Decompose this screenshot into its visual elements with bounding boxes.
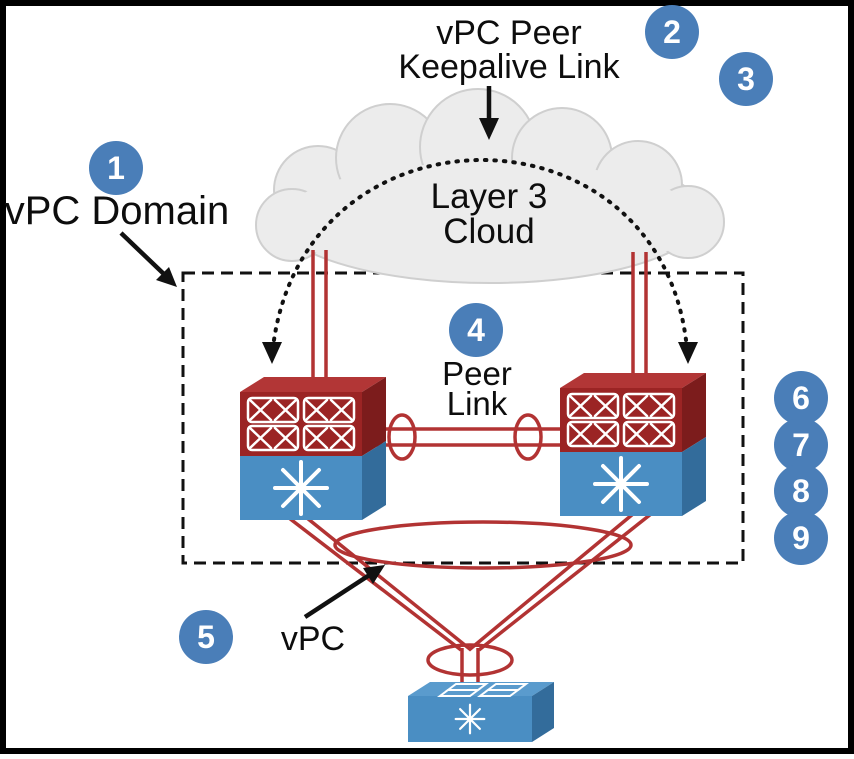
peer-link	[368, 413, 590, 461]
badge-2: 2	[645, 5, 699, 59]
cloud-label-line1: Layer 3	[431, 177, 548, 216]
badge-9-number: 9	[792, 520, 810, 556]
badge-7-number: 7	[792, 427, 810, 463]
badge-6-number: 6	[792, 380, 810, 416]
access-switch	[408, 682, 554, 742]
right-nexus-switch	[560, 373, 706, 516]
badge-3-number: 3	[737, 61, 755, 97]
arc-right-arrowhead	[678, 342, 698, 364]
badges: 1 2 3 4 5 6 7 8	[89, 5, 828, 664]
arc-left-arrowhead	[262, 342, 282, 364]
keepalive-label-line1: vPC Peer	[436, 14, 582, 52]
badge-1: 1	[89, 141, 143, 195]
badge-8-number: 8	[792, 473, 810, 509]
badge-9: 9	[774, 511, 828, 565]
badge-5: 5	[179, 610, 233, 664]
right-uplink	[631, 252, 648, 392]
callout-arrows	[119, 86, 499, 619]
cloud-label-line2: Cloud	[443, 212, 534, 251]
badge-4-number: 4	[467, 312, 485, 348]
domain-arrow	[119, 231, 177, 287]
badge-3: 3	[719, 52, 773, 106]
layer3-cloud	[255, 88, 725, 284]
diagram-labels: vPC Peer Keepalive Link Layer 3 Cloud vP…	[5, 14, 621, 658]
badge-2-number: 2	[663, 14, 681, 50]
keepalive-label-line2: Keepalive Link	[398, 48, 620, 86]
vpc-domain-label: vPC Domain	[5, 189, 230, 233]
badge-7: 7	[774, 418, 828, 472]
badge-5-number: 5	[197, 619, 215, 655]
left-nexus-switch	[240, 377, 386, 520]
vpc-member-links	[287, 512, 653, 694]
badge-4: 4	[449, 303, 503, 357]
badge-8: 8	[774, 464, 828, 518]
peer-link-label-line1: Peer	[442, 355, 512, 392]
badge-6: 6	[774, 371, 828, 425]
vpc-arrow	[303, 565, 385, 619]
vpc-port-channel-ellipse	[333, 520, 633, 570]
keepalive-arc	[262, 158, 698, 364]
vpc-label: vPC	[281, 620, 345, 658]
access-switch-ports	[437, 683, 529, 697]
access-port-channel-ellipse	[426, 643, 514, 677]
badge-1-number: 1	[107, 150, 125, 186]
peer-link-label-line2: Link	[447, 385, 508, 422]
left-uplink	[311, 250, 328, 396]
keepalive-arrow	[479, 86, 499, 140]
vpc-domain-boundary	[181, 271, 745, 565]
